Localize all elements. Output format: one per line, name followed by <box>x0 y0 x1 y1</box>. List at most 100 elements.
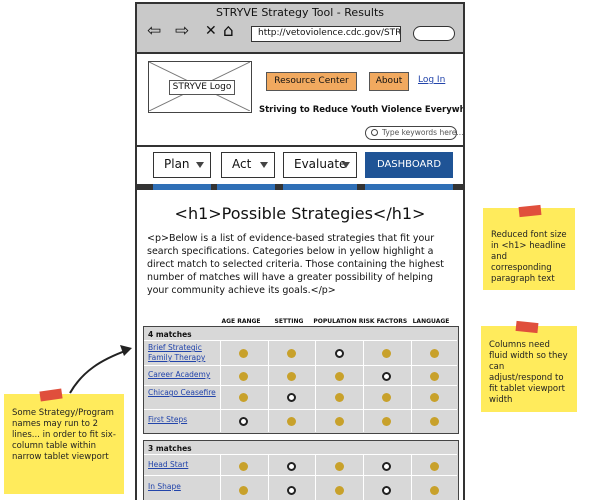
act-dropdown[interactable]: Act <box>221 152 275 178</box>
group-title: 3 matches <box>148 444 192 453</box>
match-group-4: 4 matches Brief Strategic Family Therapy… <box>143 326 459 434</box>
column-header-age-range: AGE RANGE <box>221 318 261 325</box>
chevron-down-icon <box>196 162 204 168</box>
chevron-down-icon <box>260 162 268 168</box>
back-arrow-icon[interactable]: ⇦ <box>147 21 162 41</box>
match-dot-icon <box>335 393 344 402</box>
strategy-link-brief-strategic-family-therapy[interactable]: Brief Strategic Family Therapy <box>148 343 206 362</box>
match-dot-icon <box>239 372 248 381</box>
no-match-circle-icon <box>287 393 296 402</box>
no-match-circle-icon <box>287 462 296 471</box>
column-divider <box>220 454 221 500</box>
match-dot-icon <box>430 372 439 381</box>
match-dot-icon <box>239 486 248 495</box>
match-dot-icon <box>239 393 248 402</box>
match-dot-icon <box>382 393 391 402</box>
no-match-circle-icon <box>287 486 296 495</box>
match-dot-icon <box>430 462 439 471</box>
page-heading: <h1>Possible Strategies</h1> <box>174 204 426 223</box>
match-dot-icon <box>335 372 344 381</box>
resource-center-button[interactable]: Resource Center <box>266 72 357 91</box>
divider <box>144 454 457 455</box>
logo[interactable]: STRYVE Logo <box>148 61 252 113</box>
note-text: Some Strategy/Program names may run to 2… <box>12 408 116 462</box>
no-match-circle-icon <box>382 372 391 381</box>
column-divider <box>411 454 412 500</box>
strategy-link-in-shape[interactable]: In Shape <box>148 482 181 491</box>
no-match-circle-icon <box>382 486 391 495</box>
match-dot-icon <box>239 462 248 471</box>
intro-paragraph: <p>Below is a list of evidence-based str… <box>147 233 444 296</box>
divider <box>144 475 457 476</box>
strategy-link-chicago-ceasefire[interactable]: Chicago Ceasefire <box>148 388 216 397</box>
browser-search-field[interactable] <box>413 26 455 41</box>
tab-indicator-dashboard <box>365 184 453 190</box>
match-dot-icon <box>430 486 439 495</box>
divider <box>144 385 457 386</box>
about-button[interactable]: About <box>369 72 409 91</box>
column-divider <box>315 454 316 500</box>
strategy-link-career-academy[interactable]: Career Academy <box>148 370 211 379</box>
no-match-circle-icon <box>382 462 391 471</box>
column-divider <box>411 340 412 432</box>
column-header-risk-factors: RISK FACTORS <box>358 318 408 325</box>
act-label: Act <box>232 157 252 171</box>
tagline: Striving to Reduce Youth Violence Everyw… <box>259 105 465 115</box>
browser-chrome: STRYVE Strategy Tool - Results ⇦ ⇨ ✕ ⌂ h… <box>137 4 463 54</box>
match-dot-icon <box>430 349 439 358</box>
tab-indicator-plan <box>153 184 211 190</box>
column-divider <box>268 454 269 500</box>
divider <box>144 340 457 341</box>
match-dot-icon <box>287 417 296 426</box>
evaluate-label: Evaluate <box>294 157 347 171</box>
address-bar[interactable]: http://vetoviolence.cdc.gov/STR <box>251 26 401 42</box>
column-divider <box>220 340 221 432</box>
column-header-language: LANGUAGE <box>412 318 450 325</box>
evaluate-dropdown[interactable]: Evaluate <box>283 152 357 178</box>
sticky-note-columns: Columns need fluid width so they can adj… <box>481 326 577 412</box>
tape-icon <box>515 320 539 334</box>
match-dot-icon <box>287 349 296 358</box>
match-dot-icon <box>430 417 439 426</box>
search-icon <box>371 129 378 136</box>
plan-label: Plan <box>164 157 190 171</box>
match-dot-icon <box>335 462 344 471</box>
strategy-link-first-steps[interactable]: First Steps <box>148 415 188 424</box>
dashboard-button[interactable]: DASHBOARD <box>365 152 453 178</box>
group-title: 4 matches <box>148 330 192 339</box>
match-dot-icon <box>239 349 248 358</box>
plan-dropdown[interactable]: Plan <box>153 152 211 178</box>
strategy-link-head-start[interactable]: Head Start <box>148 460 189 469</box>
keyword-search-input[interactable]: Type keywords here... <box>365 126 463 140</box>
match-dot-icon <box>382 349 391 358</box>
no-match-circle-icon <box>335 349 344 358</box>
match-dot-icon <box>430 393 439 402</box>
column-divider <box>268 340 269 432</box>
window-title: STRYVE Strategy Tool - Results <box>215 6 384 19</box>
column-divider <box>363 340 364 432</box>
match-dot-icon <box>382 417 391 426</box>
home-icon[interactable]: ⌂ <box>223 21 234 41</box>
match-group-3: 3 matches Head Start In Shape <box>143 440 459 500</box>
divider <box>137 145 463 147</box>
tab-indicator-act <box>217 184 275 190</box>
column-divider <box>363 454 364 500</box>
divider <box>144 365 457 366</box>
close-x-icon[interactable]: ✕ <box>205 23 217 39</box>
tab-indicator-evaluate <box>283 184 357 190</box>
logo-label: STRYVE Logo <box>169 80 235 95</box>
note-text: Columns need fluid width so they can adj… <box>489 340 568 405</box>
divider <box>144 409 457 410</box>
chevron-down-icon <box>342 162 350 168</box>
keyword-search-placeholder: Type keywords here... <box>382 128 464 137</box>
note-text: Reduced font size in <h1> headline and c… <box>491 230 567 284</box>
login-link[interactable]: Log In <box>418 75 446 85</box>
sticky-note-names: Some Strategy/Program names may run to 2… <box>4 394 124 494</box>
sticky-note-font-size: Reduced font size in <h1> headline and c… <box>483 208 575 290</box>
browser-window: STRYVE Strategy Tool - Results ⇦ ⇨ ✕ ⌂ h… <box>135 2 465 500</box>
no-match-circle-icon <box>239 417 248 426</box>
column-header-population: POPULATION <box>313 318 357 325</box>
match-dot-icon <box>287 372 296 381</box>
forward-arrow-icon[interactable]: ⇨ <box>175 21 190 41</box>
